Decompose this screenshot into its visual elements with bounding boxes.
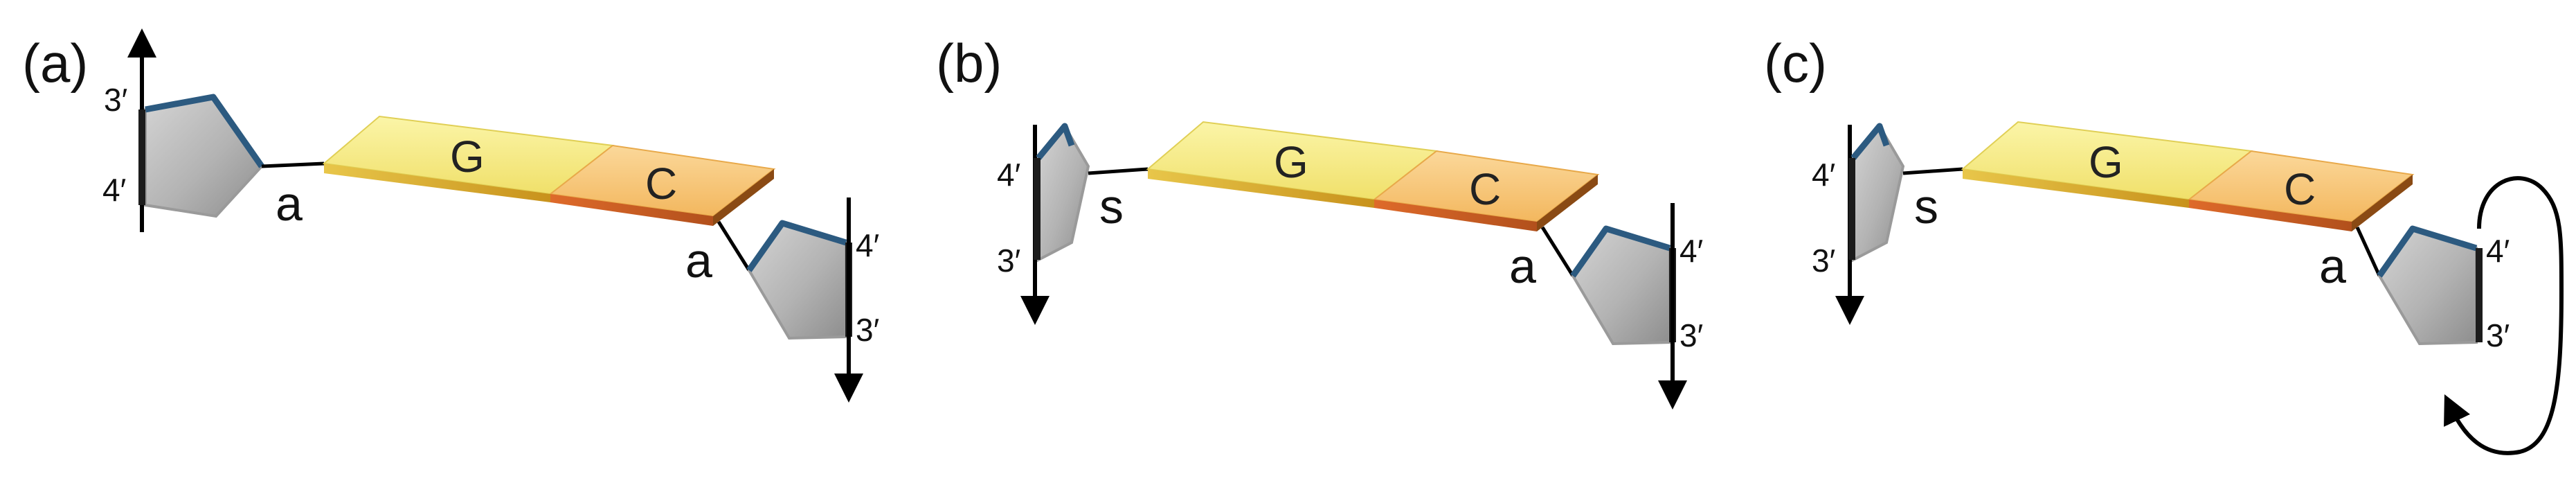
panel-a-left-linker [261,161,325,168]
panel-a-right-conformation: a [685,234,712,288]
panel-a-base-c: C [645,159,677,209]
panel-b-left-conformation: s [1099,179,1124,234]
panel-a-label: (a) [22,33,88,94]
panel-c-right-bottom-prime: 3′ [2486,317,2510,353]
panel-c-base-c: C [2284,164,2316,214]
panel-b-right-linker [1540,226,1575,277]
panel-b-left-top-prime: 4′ [997,157,1020,193]
panel-a-right-sugar [746,220,852,340]
panel-c-left-linker [1902,167,1963,175]
panel-c-right-top-prime: 4′ [2486,233,2510,269]
panel-c-base-pair: G C [1961,121,2415,231]
panel-a-left-conformation: a [276,177,303,231]
panel-b-base-c: C [1469,164,1501,214]
panel-a-right-linker [717,220,751,272]
panel-c-left-conformation: s [1914,179,1938,234]
panel-c-left-top-prime: 4′ [1812,157,1835,193]
panel-c-right-linker [2355,226,2381,277]
panel-b-left-sugar [1034,123,1090,263]
panel-c-right-conformation: a [2319,239,2346,293]
panel-b-right-sugar [1570,225,1676,346]
panel-a-left-top-prime: 3′ [104,82,127,118]
panel-b-right-conformation: a [1509,239,1536,293]
panel-b: (b) 4′ 3′ s G C a 4′ 3′ [936,33,1703,410]
panel-b-base-pair: G C [1146,121,1600,231]
panel-a-right-top-prime: 4′ [856,227,879,263]
panel-b-right-bottom-prime: 3′ [1679,317,1703,353]
panel-a-left-bottom-prime: 4′ [102,172,126,208]
panel-c-left-sugar [1848,123,1905,263]
panel-c-label: (c) [1764,33,1827,94]
panel-b-left-bottom-prime: 3′ [997,243,1020,279]
panel-a-right-bottom-prime: 3′ [856,312,879,348]
panel-b-label: (b) [936,33,1002,94]
panel-a-left-sugar [138,94,264,218]
panel-b-base-g: G [1274,137,1308,187]
panel-a-base-pair: G C [322,115,776,226]
panel-c-rotation-arrow [2444,176,2564,455]
panel-b-right-top-prime: 4′ [1679,233,1703,269]
panel-c: (c) 4′ 3′ s G C a 4′ 3′ [1764,33,2564,455]
panel-a-base-g: G [450,132,485,182]
panel-b-left-linker [1088,167,1149,175]
panel-c-right-sugar [2377,225,2483,346]
panel-a: (a) 3′ 4′ a G C a [22,28,879,403]
panel-c-base-g: G [2089,137,2123,187]
panel-c-left-bottom-prime: 3′ [1812,243,1835,279]
